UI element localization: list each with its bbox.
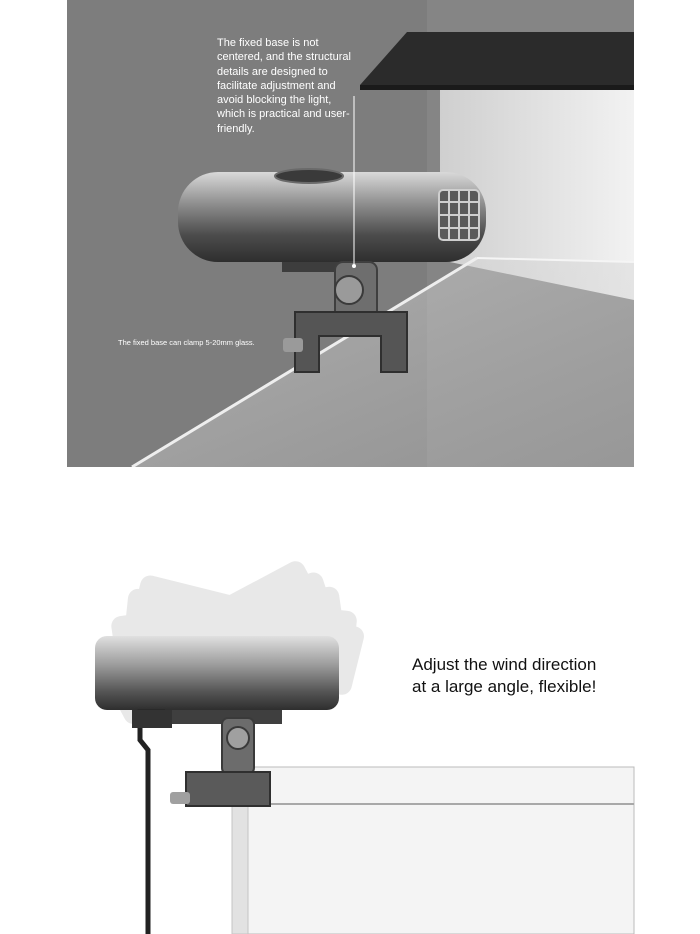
power-cable <box>137 709 165 934</box>
glass-clamp <box>185 771 271 807</box>
clamp-screw <box>283 338 303 352</box>
fan-grille <box>438 189 480 241</box>
adjust-knob <box>226 726 250 750</box>
base-feature-callout: The fixed base is not centered, and the … <box>217 37 351 135</box>
glass-clamp <box>294 311 408 373</box>
product-panel-top: The fixed base is not centered, and the … <box>67 0 634 467</box>
clamp-range-callout: The fixed base can clamp 5-20mm glass. <box>118 338 255 347</box>
aquarium-light <box>360 32 634 88</box>
adjust-knob <box>334 275 364 305</box>
clamp-screw <box>170 792 190 804</box>
fan-rotation-illustration <box>95 561 635 934</box>
aquarium-tank <box>231 766 635 934</box>
aquarium-wall <box>440 88 634 300</box>
fan-top-ring <box>274 168 344 184</box>
fan-clamp-illustration <box>67 0 634 467</box>
fan-mount <box>172 710 282 724</box>
wind-direction-caption: Adjust the wind direction at a large ang… <box>412 655 597 696</box>
fan-mount <box>282 262 372 272</box>
fan-body <box>178 172 486 262</box>
fan-body <box>95 636 339 710</box>
